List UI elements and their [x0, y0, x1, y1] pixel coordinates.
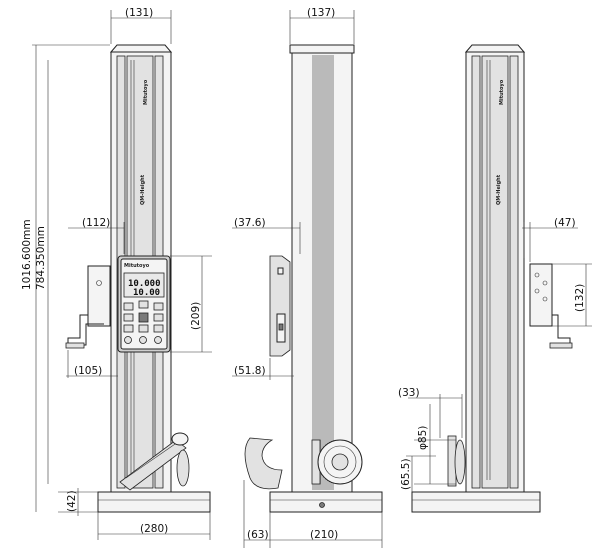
dim-side-base-front: (63) — [247, 529, 269, 541]
rear-column-cap — [464, 44, 526, 53]
dim-side-width: (137) — [307, 7, 335, 19]
front-handwheel-arm — [119, 439, 187, 491]
front-display-readout: 10.000 — [128, 279, 161, 289]
front-display-screen — [123, 272, 165, 298]
dim-side-base-depth: (210) — [310, 529, 338, 541]
dim-side-display-offset: (37.6) — [234, 217, 266, 229]
front-dimensions: (131) 1016.600mm 784.350mm (112) (209) (… — [21, 7, 212, 540]
rear-base — [411, 491, 541, 513]
rear-view: QM-Height Mitutoyo — [411, 44, 573, 513]
front-base — [97, 491, 211, 513]
front-column-brand: QM-Height — [140, 174, 146, 205]
front-bracket — [87, 265, 111, 327]
svg-text:QM-Height: QM-Height — [496, 174, 502, 205]
rear-bracket — [529, 263, 553, 327]
dim-display-height: (209) — [190, 302, 202, 330]
dim-base-width: (280) — [140, 523, 168, 535]
dim-total-height: 1016.600mm — [21, 219, 33, 290]
rear-column-brand: QM-Height — [496, 174, 502, 205]
front-handwheel — [176, 449, 190, 487]
dim-roller-diameter: φ85) — [417, 426, 429, 450]
rear-roller — [454, 439, 466, 485]
dim-measuring-range: 784.350mm — [35, 226, 47, 290]
dim-rear-depth: (47) — [554, 217, 576, 229]
dim-roller-height: (65.5) — [400, 458, 412, 490]
side-view — [244, 44, 383, 513]
svg-text:QM-Height: QM-Height — [140, 174, 146, 205]
dim-side-display-depth: (51.8) — [234, 365, 266, 377]
front-display-keys — [123, 300, 164, 344]
rear-probe-arm — [552, 314, 571, 346]
front-view: QM-Height Mitutoyo Mitutoyo 10.000 10.00 — [65, 44, 211, 513]
front-display-brand: Mitutoyo — [124, 263, 150, 269]
rear-dimensions: (47) (132) (33) φ85) (65.5) — [398, 217, 592, 492]
side-column-fins — [312, 55, 334, 490]
dim-rear-bracket-height: (132) — [574, 284, 586, 312]
front-display-readout-sub: 10.00 — [133, 288, 160, 298]
side-column-cap — [289, 44, 355, 54]
dim-front-width: (131) — [125, 7, 153, 19]
dim-roller-offset: (33) — [398, 387, 420, 399]
rear-column-badge: Mitutoyo — [499, 79, 505, 105]
front-probe-arm — [67, 314, 104, 346]
side-handle — [244, 437, 283, 490]
front-column-cap — [109, 44, 173, 53]
side-dimensions: (137) (37.6) (51.8) (63) (210) — [232, 7, 383, 548]
dim-base-height: (42) — [66, 490, 78, 512]
dim-side-support-offset: (105) — [74, 365, 102, 377]
side-base — [269, 491, 383, 513]
side-column — [291, 52, 353, 493]
front-column-badge: Mitutoyo — [143, 79, 149, 105]
dim-display-offset: (112) — [82, 217, 110, 229]
